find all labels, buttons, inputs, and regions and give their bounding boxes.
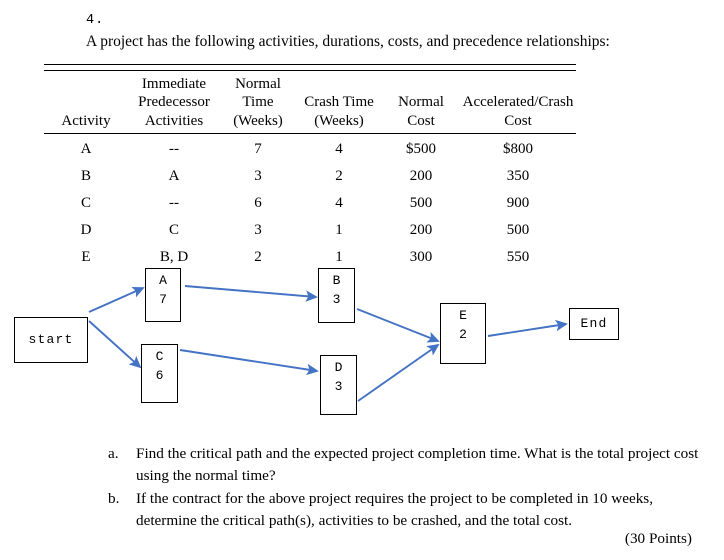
question-list: a. Find the critical path and the expecte… bbox=[108, 443, 708, 533]
edge-c-to-d bbox=[179, 349, 319, 376]
cell-predecessors: C bbox=[168, 221, 179, 238]
cell-normal-time: 6 bbox=[254, 194, 262, 211]
cell-predecessors: -- bbox=[169, 194, 179, 211]
points-note: (30 Points) bbox=[624, 530, 692, 547]
edge-a-to-b bbox=[184, 285, 318, 302]
node-c-label: C bbox=[155, 349, 164, 364]
cell-normal-time: 2 bbox=[254, 248, 262, 265]
node-start[interactable]: start bbox=[14, 317, 88, 363]
col-header-activity: Activity bbox=[44, 70, 128, 134]
cell-activity: D bbox=[80, 221, 92, 238]
edge-e-to-end bbox=[487, 319, 568, 337]
project-data-table: Activity Immediate Predecessor Activitie… bbox=[44, 64, 576, 269]
node-b-duration: 3 bbox=[332, 291, 341, 307]
question-marker: b. bbox=[108, 489, 120, 507]
table-row: D C 3 1 200 500 bbox=[44, 215, 576, 242]
cell-normal-time: 3 bbox=[254, 167, 262, 184]
cell-predecessors: A bbox=[168, 167, 180, 184]
node-d-duration: 3 bbox=[334, 378, 343, 394]
question-text: Find the critical path and the expected … bbox=[136, 445, 699, 484]
node-e-duration: 2 bbox=[459, 326, 467, 342]
node-b-label: B bbox=[332, 273, 341, 288]
col-header-accelerated-cost: Accelerated/Crash Cost bbox=[460, 70, 576, 134]
question-item: a. Find the critical path and the expecte… bbox=[108, 443, 708, 487]
table-row: C -- 6 4 500 900 bbox=[44, 188, 576, 215]
cell-activity: B bbox=[80, 167, 91, 184]
node-b[interactable]: B 3 bbox=[318, 268, 355, 323]
question-intro: A project has the following activities, … bbox=[86, 33, 610, 50]
project-network-diagram: start A 7 C 6 B 3 D 3 E 2 End bbox=[0, 255, 724, 435]
col-header-normal-time: Normal Time (Weeks) bbox=[220, 70, 296, 134]
node-e[interactable]: E 2 bbox=[440, 303, 486, 364]
node-a-duration: 7 bbox=[159, 291, 167, 307]
cell-predecessors: -- bbox=[169, 140, 179, 157]
node-c-duration: 6 bbox=[155, 367, 164, 383]
node-a[interactable]: A 7 bbox=[145, 268, 181, 322]
cell-accelerated-cost: 350 bbox=[506, 167, 530, 184]
diagram-arrows bbox=[88, 285, 568, 402]
cell-accelerated-cost: 550 bbox=[506, 248, 530, 265]
cell-accelerated-cost: 900 bbox=[506, 194, 530, 211]
node-c[interactable]: C 6 bbox=[141, 344, 178, 403]
edge-start-to-a bbox=[88, 286, 145, 313]
table-header-row: Activity Immediate Predecessor Activitie… bbox=[44, 70, 576, 134]
cell-crash-time: 1 bbox=[335, 221, 343, 238]
cell-predecessors: B, D bbox=[159, 248, 189, 265]
cell-normal-cost: 200 bbox=[409, 221, 433, 238]
col-header-predecessor: Immediate Predecessor Activities bbox=[128, 70, 220, 134]
table-row: B A 3 2 200 350 bbox=[44, 161, 576, 188]
cell-normal-cost: 300 bbox=[409, 248, 433, 265]
node-e-label: E bbox=[459, 308, 467, 323]
cell-accelerated-cost: $800 bbox=[503, 140, 533, 157]
node-d[interactable]: D 3 bbox=[320, 355, 357, 415]
cell-crash-time: 4 bbox=[335, 140, 343, 157]
node-end[interactable]: End bbox=[569, 308, 619, 340]
cell-crash-time: 1 bbox=[335, 248, 343, 265]
cell-normal-time: 3 bbox=[254, 221, 262, 238]
table-top-rule bbox=[44, 64, 576, 71]
edge-d-to-e bbox=[357, 343, 440, 402]
cell-activity: A bbox=[80, 140, 92, 157]
cell-crash-time: 2 bbox=[335, 167, 343, 184]
node-a-label: A bbox=[159, 273, 167, 288]
cell-accelerated-cost: 500 bbox=[506, 221, 530, 238]
node-d-label: D bbox=[334, 360, 343, 375]
question-item: b. If the contract for the above project… bbox=[108, 488, 708, 532]
edge-start-to-c bbox=[88, 320, 142, 369]
node-start-label: start bbox=[28, 331, 74, 347]
cell-normal-cost: 200 bbox=[409, 167, 433, 184]
cell-normal-cost: 500 bbox=[409, 194, 433, 211]
question-text: If the contract for the above project re… bbox=[136, 489, 654, 529]
node-end-label: End bbox=[580, 315, 608, 331]
edge-b-to-e bbox=[356, 308, 440, 343]
table-row: E B, D 2 1 300 550 bbox=[44, 242, 576, 269]
question-number: 4. bbox=[86, 13, 105, 28]
cell-normal-cost: $500 bbox=[406, 140, 436, 157]
col-header-crash-time: Crash Time (Weeks) bbox=[296, 70, 382, 134]
question-marker: a. bbox=[108, 445, 119, 462]
col-header-normal-cost: Normal Cost bbox=[382, 70, 460, 134]
cell-crash-time: 4 bbox=[335, 194, 343, 211]
cell-normal-time: 7 bbox=[254, 140, 262, 157]
table-row: A -- 7 4 $500 $800 bbox=[44, 133, 576, 161]
cell-activity: C bbox=[80, 194, 91, 211]
cell-activity: E bbox=[81, 248, 91, 265]
